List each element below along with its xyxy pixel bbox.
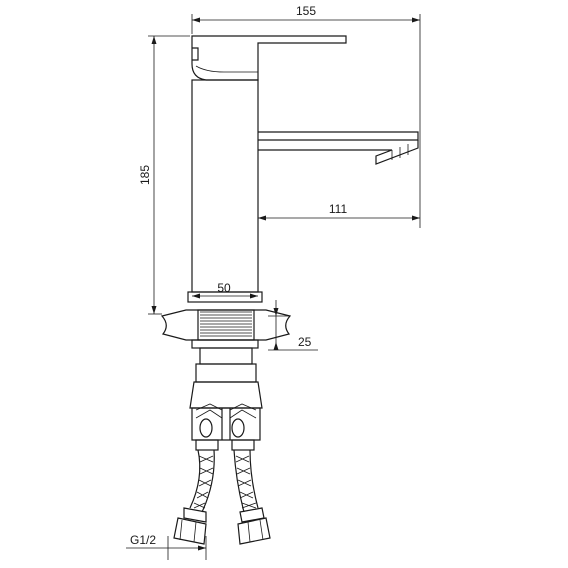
dimension-label-body-width: 50 [217,281,231,295]
dimension-label-hose-thread: G1/2 [130,533,156,547]
dimension-overall-width: 155 [191,4,421,228]
faucet-spout [258,131,419,165]
dimension-hose-thread: G1/2 [126,533,207,560]
dimension-label-overall-height: 185 [138,165,152,185]
dimension-spout-reach: 111 [258,202,420,221]
right-braided-hose [233,449,271,545]
faucet-handle [191,35,347,81]
left-braided-hose [173,449,215,545]
dimension-label-spout-reach: 111 [329,202,348,216]
threaded-shank [191,309,259,365]
faucet-body [191,79,259,293]
faucet-base [160,291,292,341]
dimension-overall-height: 185 [138,35,190,315]
dimension-body-width: 50 [192,281,258,299]
dimension-label-shank-depth: 25 [298,335,312,349]
dimension-shank-depth: 25 [268,300,318,351]
hose-connector-block [189,363,263,451]
dimension-label-overall-width: 155 [296,4,316,18]
